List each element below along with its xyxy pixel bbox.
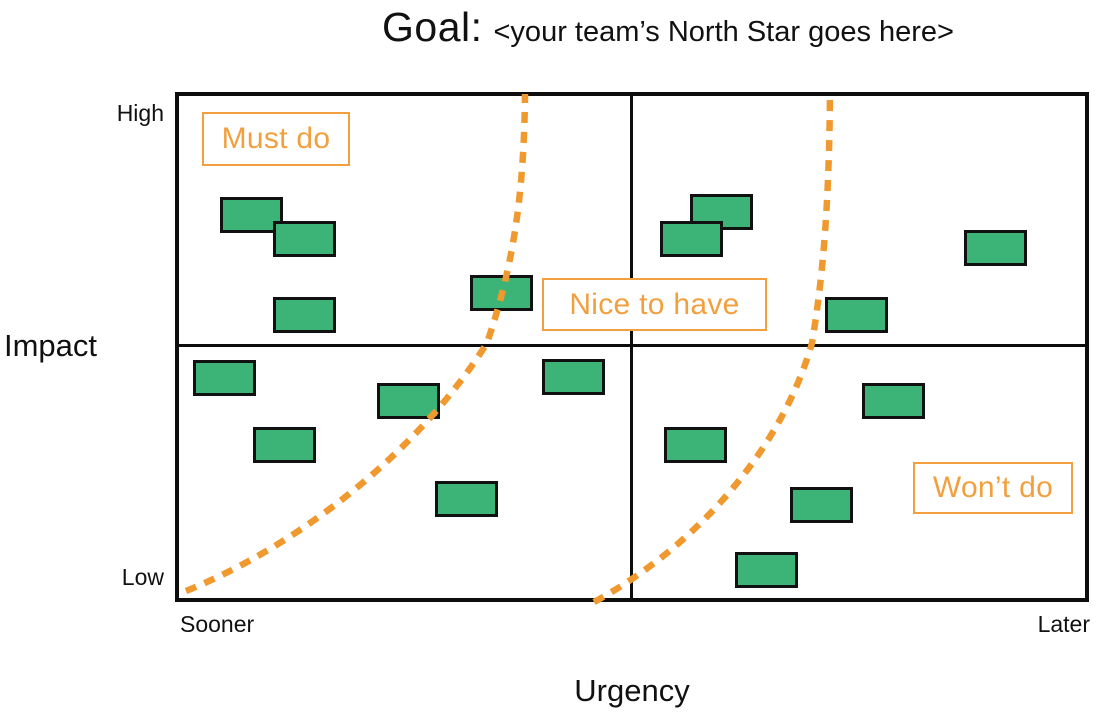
x-axis-sooner-label: Sooner [180,611,255,637]
sticky-note[interactable] [862,383,925,419]
north-star-placeholder: <your team’s North Star goes here> [493,16,955,48]
quadrant-label-nice-to-have: Nice to have [542,278,767,331]
x-axis-title: Urgency [574,673,690,708]
x-axis-later-label: Later [1037,611,1090,637]
y-axis-high-label: High [116,100,164,126]
quadrant-label-must-do: Must do [202,112,350,166]
sticky-note[interactable] [825,297,888,333]
sticky-note[interactable] [964,230,1027,266]
page-title: Goal: <your team’s North Star goes here> [240,4,1096,60]
y-axis-title: Impact [4,328,98,363]
y-axis-low-label: Low [121,564,164,590]
goal-label: Goal: [382,4,483,50]
quadrant-label-wont-do: Won’t do [913,462,1073,514]
